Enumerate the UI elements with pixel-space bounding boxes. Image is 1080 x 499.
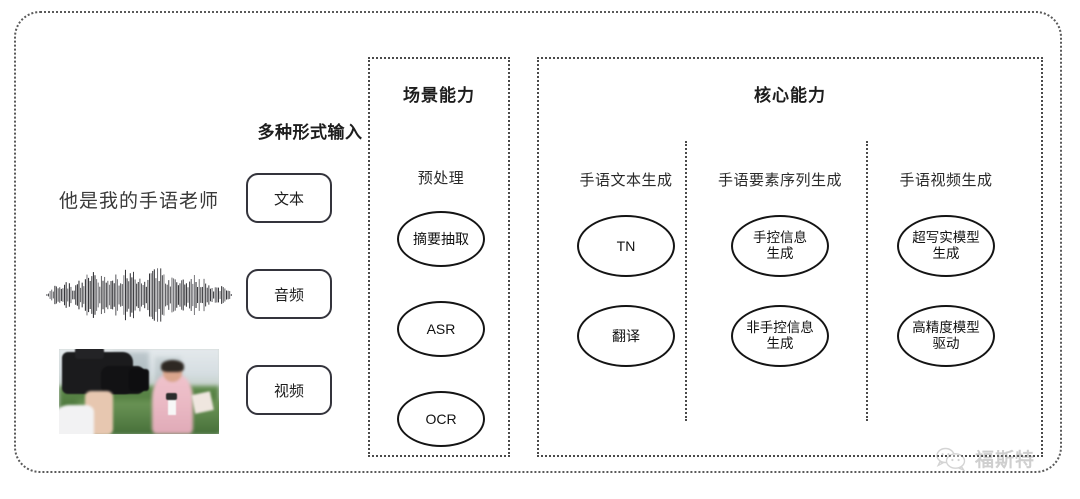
scene-node-asr[interactable]: ASR [397,301,485,357]
core-column-sign-element-sequence-generation: 手语要素序列生成 手控信息生成 非手控信息生成 [705,139,855,449]
watermark: 福斯特 [934,445,1035,472]
thumb-reporter-hair [161,360,184,373]
thumb-camera-hood [129,368,149,391]
input-row-video: 视频 [42,343,352,439]
wechat-bubbles-icon [936,447,966,471]
thumb-microphone-head [166,392,178,401]
core-column-2-label: 手语视频生成 [899,172,993,189]
scene-column-preprocess: 预处理 摘要抽取 ASR OCR [370,139,512,449]
core-node-translation[interactable]: 翻译 [577,305,675,367]
video-thumbnail-image [59,348,219,434]
core-column-0-label: 手语文本生成 [579,172,673,189]
core-column-sign-text-generation: 手语文本生成 TN 翻译 [551,139,701,449]
core-node-photorealistic-model-generation[interactable]: 超写实模型生成 [897,215,995,277]
thumb-camera-top-handle [75,348,104,359]
scene-capability-panel: 场景能力 预处理 摘要抽取 ASR OCR [368,57,510,457]
diagram-outer-frame: 多种形式输入 他是我的手语老师 文本 音频 [14,11,1062,473]
thumb-microphone-handle [167,396,176,415]
input-button-audio[interactable]: 音频 [246,269,332,319]
scene-node-summary-extraction[interactable]: 摘要抽取 [397,211,485,267]
thumb-operator-shoulder [59,404,95,434]
core-column-1-label: 手语要素序列生成 [717,172,842,189]
scene-node-ocr[interactable]: OCR [397,391,485,447]
core-node-non-manual-information-generation[interactable]: 非手控信息生成 [731,305,829,367]
input-section: 多种形式输入 他是我的手语老师 文本 音频 [42,93,362,443]
input-button-text[interactable]: 文本 [246,173,332,223]
input-section-heading: 多种形式输入 [257,123,363,142]
audio-waveform-icon [46,268,232,322]
input-row-text: 他是我的手语老师 文本 [42,151,352,247]
scene-panel-title: 场景能力 [403,86,475,105]
video-thumbnail-media [42,343,236,439]
core-panel-title: 核心能力 [754,86,826,105]
sample-sentence: 他是我的手语老师 [58,190,219,212]
core-panel-divider-2 [866,141,868,421]
input-row-audio: 音频 [42,247,352,343]
scene-column-label: 预处理 [417,170,465,187]
input-button-video[interactable]: 视频 [246,365,332,415]
core-panel-divider-1 [685,141,687,421]
text-sample-media: 他是我的手语老师 [42,151,236,247]
audio-waveform-media [42,247,236,343]
core-node-high-precision-model-driving[interactable]: 高精度模型驱动 [897,305,995,367]
core-node-manual-information-generation[interactable]: 手控信息生成 [731,215,829,277]
core-column-sign-video-generation: 手语视频生成 超写实模型生成 高精度模型驱动 [871,139,1021,449]
core-node-tn[interactable]: TN [577,215,675,277]
watermark-text: 福斯特 [975,450,1036,471]
core-capability-panel: 核心能力 手语文本生成 TN 翻译 手语要素序列生成 手控信息生成 非手控信息生… [537,57,1043,457]
